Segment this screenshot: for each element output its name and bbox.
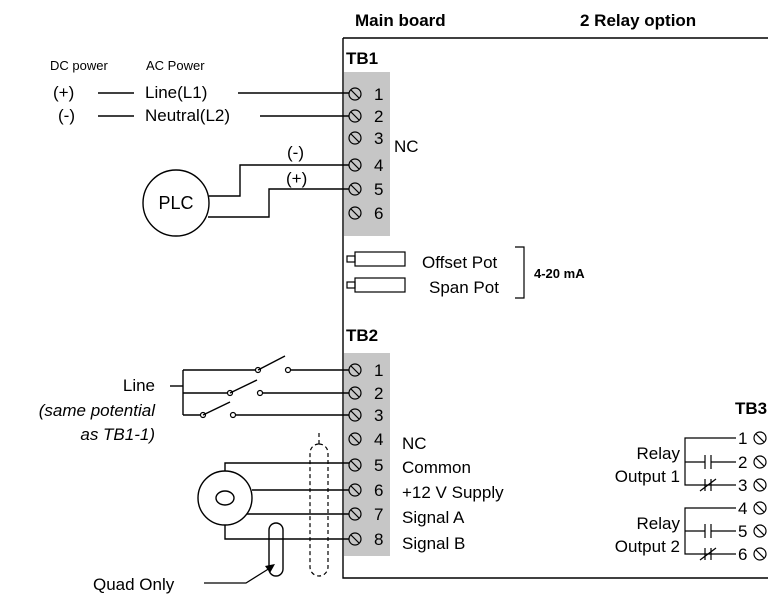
plc-minus-label: (-): [287, 143, 304, 162]
tb1-terminal-2: 2: [374, 107, 383, 126]
tb2-terminal-8: 8: [374, 530, 383, 549]
tb2-common-label: Common: [402, 458, 471, 477]
tb2-terminal-3: 3: [374, 406, 383, 425]
dc-minus-label: (-): [58, 106, 75, 125]
plc-plus-label: (+): [286, 169, 307, 188]
dc-plus-label: (+): [53, 83, 74, 102]
line-l1-label: Line(L1): [145, 83, 207, 102]
tb1-screw-1: [348, 87, 362, 101]
tb2-terminal-2: 2: [374, 384, 383, 403]
relay1-contacts: [684, 437, 736, 492]
tb2-signal-b-label: Signal B: [402, 534, 465, 553]
neutral-l2-label: Neutral(L2): [145, 106, 230, 125]
tb1-screw-6: [348, 206, 362, 220]
tb1-label: TB1: [346, 49, 378, 68]
tb2-terminal-block: [344, 353, 390, 556]
main-board-outline: [342, 38, 768, 579]
tb3-terminals: 1 2 3 4 5 6: [738, 429, 747, 564]
relay-option-header: 2 Relay option: [580, 11, 696, 30]
line-switch-3: [183, 401, 349, 419]
tb2-terminal-7: 7: [374, 505, 383, 524]
quad-only-arrowhead: [265, 564, 275, 573]
tb1-screws: [348, 87, 362, 220]
tb3-screw-3: [753, 478, 767, 492]
tb2-screws: [348, 363, 362, 546]
plc-circle: [142, 169, 210, 237]
relay2-contacts: [684, 507, 736, 561]
encoder-circle: [197, 470, 253, 526]
relay1-label-a: Relay: [637, 444, 681, 463]
tb2-terminal-1: 1: [374, 361, 383, 380]
tb3-terminal-2: 2: [738, 453, 747, 472]
tb2-terminal-6: 6: [374, 481, 383, 500]
tb1-terminal-6: 6: [374, 204, 383, 223]
tb1-terminal-5: 5: [374, 180, 383, 199]
tb2-terminal-4: 4: [374, 430, 383, 449]
tb3-screw-1: [753, 431, 767, 445]
tb2-screw-4: [348, 432, 362, 446]
quad-cable: [268, 522, 284, 577]
main-board-header: Main board: [355, 11, 446, 30]
line-note-1: (same potential: [39, 401, 156, 420]
ac-power-label: AC Power: [146, 58, 205, 73]
line-switch-2: [183, 379, 349, 397]
tb1-terminal-1: 1: [374, 85, 383, 104]
tb1-terminal-4: 4: [374, 156, 383, 175]
span-pot-label: Span Pot: [429, 278, 499, 297]
tb3-terminal-5: 5: [738, 522, 747, 541]
tb3-screw-6: [753, 547, 767, 561]
plc-plus-wire: [208, 188, 349, 218]
tb2-supply-label: +12 V Supply: [402, 483, 504, 502]
tb2-label: TB2: [346, 326, 378, 345]
offset-pot: [346, 251, 406, 267]
tb3-screw-4: [753, 501, 767, 515]
encoder-shaft: [215, 490, 235, 506]
offset-pot-label: Offset Pot: [422, 253, 498, 272]
relay2-label-b: Output 2: [615, 537, 680, 556]
tb3-screw-5: [753, 524, 767, 538]
relay2-label-a: Relay: [637, 514, 681, 533]
tb1-screw-3: [348, 131, 362, 145]
plc-minus-wire: [209, 164, 349, 197]
quad-only-leader: [204, 567, 271, 584]
signal-b-wire: [224, 525, 349, 540]
tb2-signal-a-label: Signal A: [402, 508, 465, 527]
tb3-label: TB3: [735, 399, 767, 418]
line-note-2: as TB1-1): [80, 425, 155, 444]
quad-only-label: Quad Only: [93, 575, 175, 594]
common-wire: [224, 462, 349, 471]
line-switch-1: [183, 355, 349, 374]
tb3-terminal-1: 1: [738, 429, 747, 448]
relay1-label-b: Output 1: [615, 467, 680, 486]
tb2-screw-5: [348, 458, 362, 472]
tb1-nc-label: NC: [394, 137, 419, 156]
span-pot: [346, 277, 406, 293]
tb2-terminal-5: 5: [374, 456, 383, 475]
tb2-nc-label: NC: [402, 434, 427, 453]
tb3-screws: [753, 431, 767, 561]
pot-bracket: [515, 246, 525, 299]
tb3-terminal-4: 4: [738, 499, 747, 518]
line-label: Line: [123, 376, 155, 395]
range-4-20ma-label: 4-20 mA: [534, 266, 585, 281]
tb1-terminal-3: 3: [374, 129, 383, 148]
dc-power-label: DC power: [50, 58, 108, 73]
plc-label: PLC: [158, 193, 193, 213]
tb3-screw-2: [753, 455, 767, 469]
cable-shield-dashed: [309, 443, 329, 577]
tb3-terminal-6: 6: [738, 545, 747, 564]
tb3-terminal-3: 3: [738, 476, 747, 495]
